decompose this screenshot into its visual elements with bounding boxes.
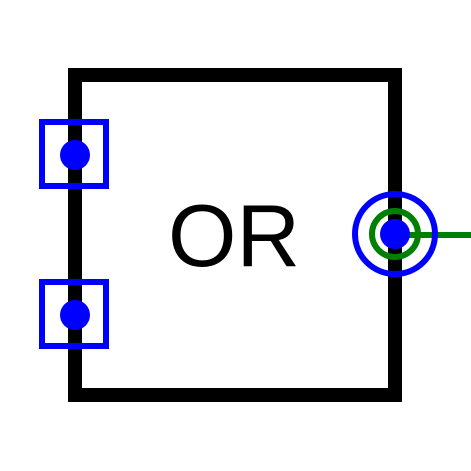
input-pin-2[interactable] bbox=[39, 279, 109, 349]
output-pin[interactable] bbox=[352, 191, 438, 277]
input-pin-1[interactable] bbox=[39, 119, 109, 189]
gate-type-label: OR bbox=[168, 186, 300, 285]
output-pin-highlight-ring bbox=[369, 208, 421, 260]
or-gate-body[interactable] bbox=[68, 68, 402, 402]
input-pin-2-dot bbox=[60, 300, 90, 330]
input-pin-2-marker bbox=[39, 279, 109, 349]
output-pin-outer-ring bbox=[352, 191, 438, 277]
input-pin-1-dot bbox=[60, 140, 90, 170]
output-pin-dot bbox=[380, 219, 410, 249]
input-pin-1-marker bbox=[39, 119, 109, 189]
